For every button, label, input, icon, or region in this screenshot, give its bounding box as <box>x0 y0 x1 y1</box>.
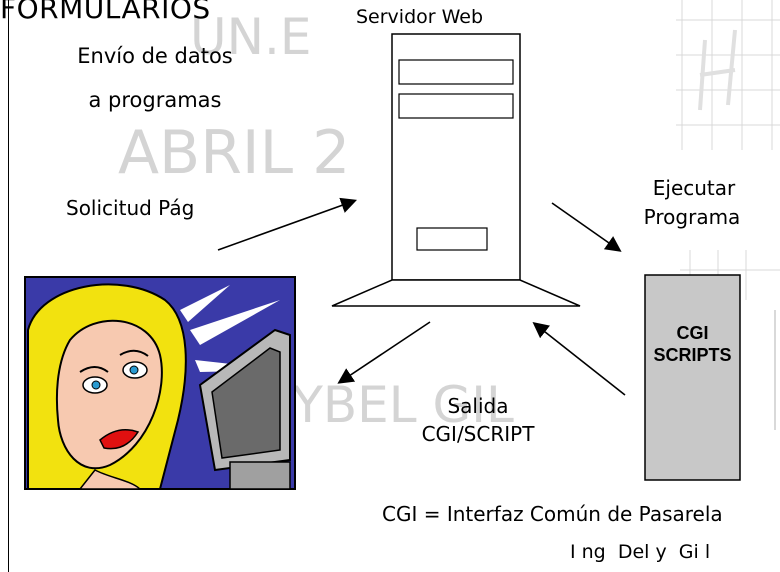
cgi-box-label-line-1: CGI <box>676 323 709 343</box>
left-border <box>8 0 9 572</box>
watermark-top: UN.E <box>190 8 312 66</box>
cgi-box-label-line-2: SCRIPTS <box>653 345 732 365</box>
output-label-line-1: Salida <box>447 394 509 418</box>
request-arrow <box>217 197 358 251</box>
return-arrow <box>532 322 626 396</box>
execute-arrow <box>551 202 622 252</box>
cgi-scripts-box <box>644 274 741 481</box>
watermark-letter-h <box>698 29 737 111</box>
subtitle-line-2: a programas <box>88 88 222 112</box>
watermark-middle: ABRIL 2 <box>118 118 351 188</box>
server-icon <box>331 33 581 307</box>
user-illustration <box>24 276 296 490</box>
watermark-bottom: AYBEL GIL <box>262 376 514 434</box>
execute-label-line-2: Programa <box>643 205 741 229</box>
slide-title: FORMULARIOS <box>0 0 211 25</box>
cgi-definition: CGI = Interfaz Común de Pasarela <box>382 502 723 526</box>
author-signature: I ng Del y Gi l <box>570 541 711 563</box>
output-arrow <box>337 321 431 384</box>
subtitle-line-1: Envío de datos <box>77 44 233 68</box>
server-label: Servidor Web <box>356 6 484 28</box>
execute-label-line-1: Ejecutar <box>652 176 736 200</box>
request-label: Solicitud Pág <box>66 196 195 220</box>
output-label-line-2: CGI/SCRIPT <box>421 422 535 446</box>
